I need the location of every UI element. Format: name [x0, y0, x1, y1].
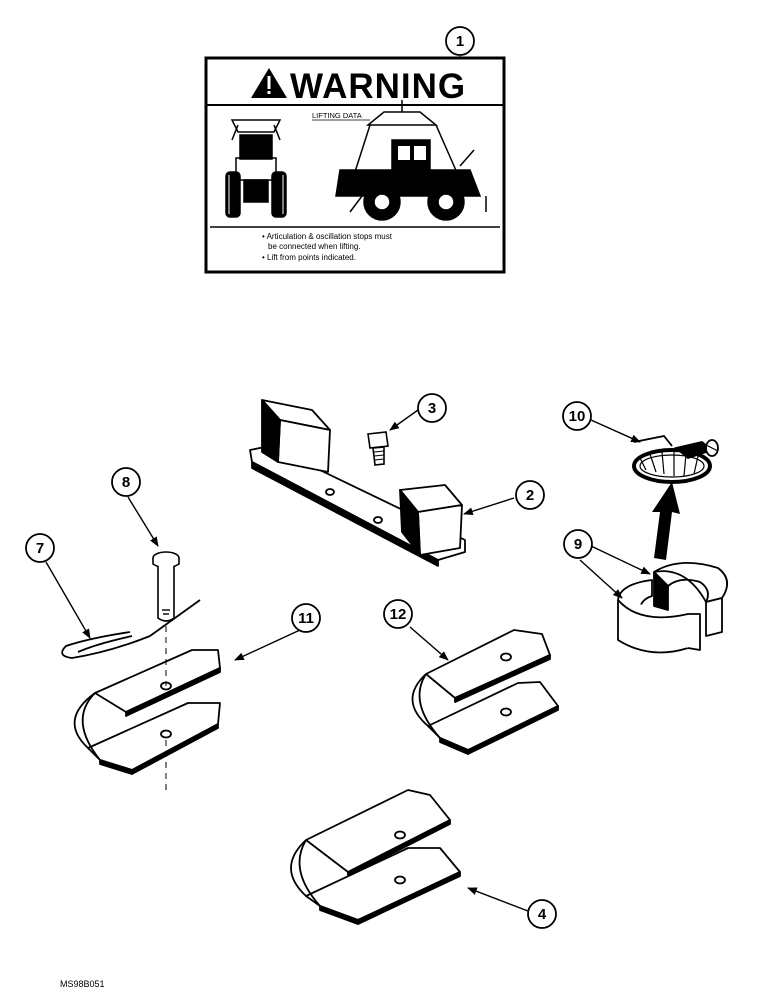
callout-4-label: 4	[538, 906, 547, 923]
warning-decal: WARNING LIFTING DATA	[204, 56, 506, 274]
callout-8: 8	[111, 467, 141, 497]
callout-2-label: 2	[526, 487, 534, 504]
callout-7: 7	[25, 533, 55, 563]
callout-4: 4	[527, 899, 557, 929]
decal-bullet-1: • Articulation & oscillation stops must	[262, 232, 393, 241]
callout-12-label: 12	[390, 606, 407, 623]
callout-10: 10	[562, 401, 592, 431]
part-4-spring-clip	[290, 789, 461, 925]
part-7-hair-pin-clip	[61, 599, 201, 659]
callout-1: 1	[445, 26, 475, 58]
callout-11: 11	[291, 603, 321, 633]
part-3-bolt	[367, 431, 389, 466]
callout-12: 12	[383, 599, 413, 629]
tractor-rear-view-icon	[225, 119, 287, 218]
callout-8-label: 8	[122, 474, 130, 491]
part-9-split-collar	[617, 561, 728, 654]
tractor-side-view-icon	[335, 100, 487, 221]
part-12-spring-clip	[411, 629, 559, 755]
decal-bullet-2: be connected when lifting.	[268, 242, 361, 251]
callout-9-label: 9	[574, 536, 582, 553]
install-arrow-icon	[652, 482, 680, 560]
callout-7-label: 7	[36, 540, 44, 557]
decal-bullet-3: • Lift from points indicated.	[262, 253, 356, 262]
part-8-pin	[152, 551, 180, 622]
callout-10-label: 10	[569, 408, 586, 425]
decal-subtitle: LIFTING DATA	[312, 111, 362, 120]
callout-1-label: 1	[456, 33, 464, 50]
part-2-bracket	[249, 399, 466, 567]
part-10-hose-clamp	[632, 435, 719, 484]
callout-3-label: 3	[428, 400, 436, 417]
callout-3: 3	[417, 393, 447, 423]
part-11-spring-clip	[73, 649, 221, 775]
warning-triangle-icon	[251, 68, 287, 98]
decal-title: WARNING	[290, 67, 466, 106]
callout-9: 9	[563, 529, 593, 559]
leader-lines	[45, 409, 651, 912]
callout-2: 2	[515, 480, 545, 510]
callout-11-label: 11	[298, 610, 314, 627]
figure-reference-code: MS98B051	[60, 979, 105, 989]
